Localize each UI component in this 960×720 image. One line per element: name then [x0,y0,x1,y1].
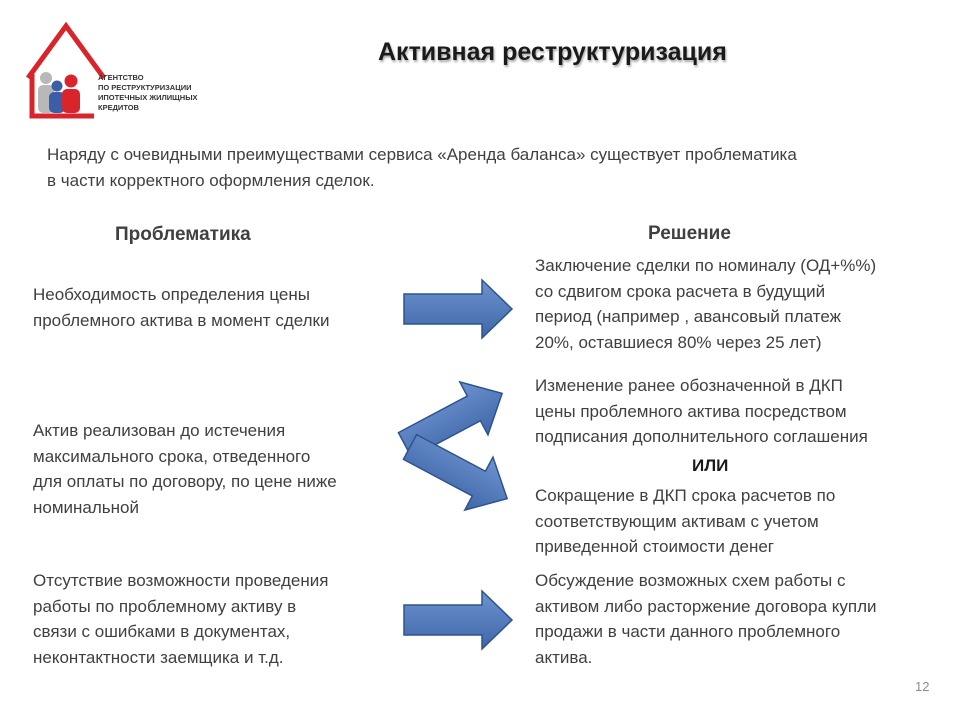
logo-line: ИПОТЕЧНЫХ ЖИЛИЩНЫХ [98,93,198,102]
problem-line: проблемного актива в момент сделки [33,310,330,330]
solution-item-3: Сокращение в ДКП срока расчетов по соотв… [535,483,835,560]
right-arrow-icon [403,278,514,340]
problem-item-2: Актив реализован до истечения максимальн… [33,418,337,520]
solutions-header: Решение [648,223,731,244]
problem-line: для оплаты по договору, по цене ниже [33,472,337,491]
intro-line: в части корректного оформления сделок. [47,171,375,190]
down-right-arrow-icon [402,433,509,512]
or-label: ИЛИ [692,456,729,475]
solution-item-1: Заключение сделки по номиналу (ОД+%%) со… [535,253,876,355]
logo-line: ПО РЕСТРУКТУРИЗАЦИИ [98,83,192,92]
agency-logo [24,21,204,122]
solution-line: подписания дополнительного соглашения [535,427,868,446]
logo-text: АГЕНТСТВО ПО РЕСТРУКТУРИЗАЦИИ ИПОТЕЧНЫХ … [98,73,208,113]
slide-title: Активная реструктуризация [378,38,727,66]
solution-line: активом либо расторжение договора купли [535,596,877,616]
intro-line: Наряду с очевидными преимуществами серви… [47,145,797,164]
problem-line: Необходимость определения цены [33,285,310,304]
problem-line: Отсутствие возможности проведения [33,571,329,590]
problem-item-1: Необходимость определения цены проблемно… [33,282,329,333]
logo-line: КРЕДИТОВ [98,103,139,112]
solution-line: цены проблемного актива посредством [535,401,847,421]
problem-line: номинальной [33,497,139,517]
right-arrow-icon [403,589,514,651]
problem-item-3: Отсутствие возможности проведения работы… [33,568,328,670]
solution-item-2: Изменение ранее обозначенной в ДКП цены … [535,373,868,450]
solution-line: продажи в части данного проблемного [535,622,841,641]
solution-line: Сокращение в ДКП срока расчетов по [535,486,836,505]
problem-line: работы по проблемному активу в [33,596,297,616]
problem-line: максимального срока, отведенного [33,446,311,466]
solution-line: период (например , авансовый платеж [535,307,841,326]
problems-header: Проблематика [115,224,251,245]
solution-line: актива. [535,647,593,667]
house-family-logo-icon [25,21,107,119]
solution-item-4: Обсуждение возможных схем работы с актив… [535,568,877,670]
page-number: 12 [915,679,930,694]
problem-line: неконтактности заемщика и т.д. [33,647,284,667]
solution-line: приведенной стоимости денег [535,537,775,556]
solution-line: Заключение сделки по номиналу (ОД+%%) [535,256,877,275]
solution-line: Изменение ранее обозначенной в ДКП [535,376,843,395]
solution-line: Обсуждение возможных схем работы с [535,571,846,590]
problem-line: Актив реализован до истечения [33,421,286,440]
intro-paragraph: Наряду с очевидными преимуществами серви… [47,142,927,194]
problem-line: связи с ошибками в документах, [33,622,291,641]
solution-line: 20%, оставшиеся 80% через 25 лет) [535,332,822,352]
solution-line: со сдвигом срока расчета в будущий [535,281,826,301]
logo-line: АГЕНТСТВО [98,73,144,82]
solution-line: соответствующим активам с учетом [535,511,819,531]
